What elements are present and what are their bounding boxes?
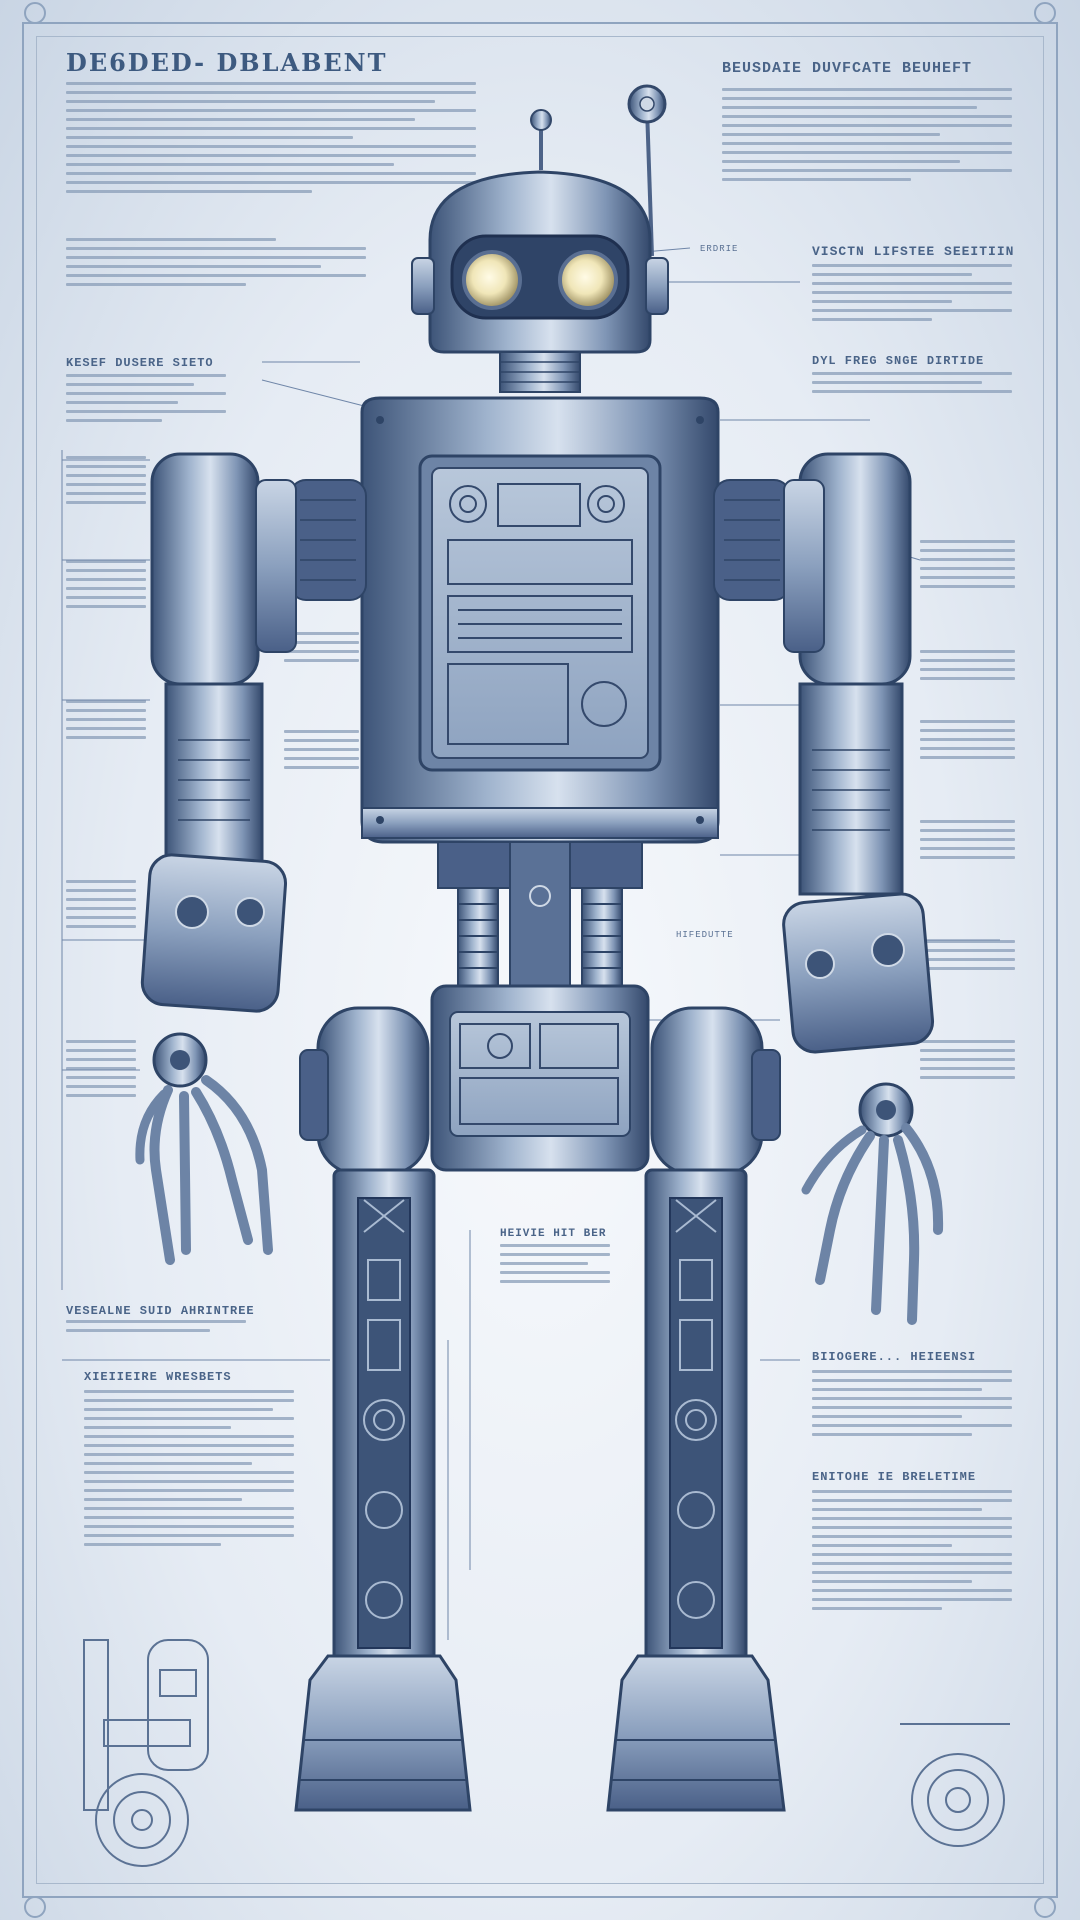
foot-right [606,1654,786,1812]
spec-text-block [722,88,1012,187]
heading-right-3: BIIOGERE... HEIEENSI [812,1350,977,1364]
inner-frame [36,36,1044,1884]
spec-text-block [920,650,1015,686]
spec-text-block [66,560,146,614]
heading-left-2: VESEALNE SUID AHRINTREE [66,1304,255,1318]
robot-hip-joints [299,1006,781,1176]
spec-text-block [66,880,136,934]
spec-text-block [812,1490,1012,1616]
heading-right-4: ENITOHE IE BRELETIME [812,1470,977,1484]
spec-text-block [66,238,366,292]
robot-torso [360,396,720,844]
robot-head [411,170,669,393]
heading-right-2: DYL FREG SNGE DIRTIDE [812,354,985,368]
spec-text-block [66,82,476,199]
spec-text-block [920,820,1015,865]
spec-text-block [84,1390,294,1552]
robot-leg-right [606,1168,786,1812]
outer-frame [22,22,1058,1898]
detail-drawing-left [83,1639,209,1867]
spec-text-block [920,720,1015,765]
corner-ornament [24,1896,46,1918]
heading-top-right: BEUSDAIE DUVFCATE BEUHEFT [722,60,973,77]
spec-text-block [920,1040,1015,1085]
spec-text-block [284,632,359,668]
callout-label: HIFEDUTTE [676,930,734,940]
antenna [530,84,667,257]
robot-waist [437,841,643,989]
corner-ornament [1034,2,1056,24]
robot-arm-right [713,452,944,1325]
corner-ornament [1034,1896,1056,1918]
spec-text-block [920,940,1015,976]
blueprint-title: DE6DED- DBLABENT [66,48,388,77]
spec-text-block [66,374,226,428]
spec-text-block [66,700,146,745]
heading-left-3: XIEIIEIRE WRESBETS [84,1370,232,1384]
spec-text-block [812,372,1012,399]
heading-mid-1: HEIVIE HIT BER [500,1228,607,1240]
heading-left-1: KESEF DUSERE SIETO [66,356,214,370]
eye-right [558,250,618,310]
spec-text-block [812,1370,1012,1442]
robot-leg-left [294,1168,472,1812]
foot-left [294,1654,472,1812]
callout-label: ERDRIE [700,244,739,254]
spec-text-block [66,1320,246,1338]
spec-text-block [66,456,146,510]
heading-right-1: VISCTN LIFSTEE SEEITIIN [812,244,1015,259]
detail-drawing-right [900,1723,1010,1847]
corner-ornament [24,2,46,24]
spec-text-block [66,1040,136,1103]
spec-text-block [284,730,359,775]
spec-text-block [500,1244,610,1289]
spec-text-block [812,264,1012,327]
eye-left [462,250,522,310]
spec-text-block [920,540,1015,594]
robot-arm-left [135,452,367,1265]
robot-hip [430,984,650,1172]
